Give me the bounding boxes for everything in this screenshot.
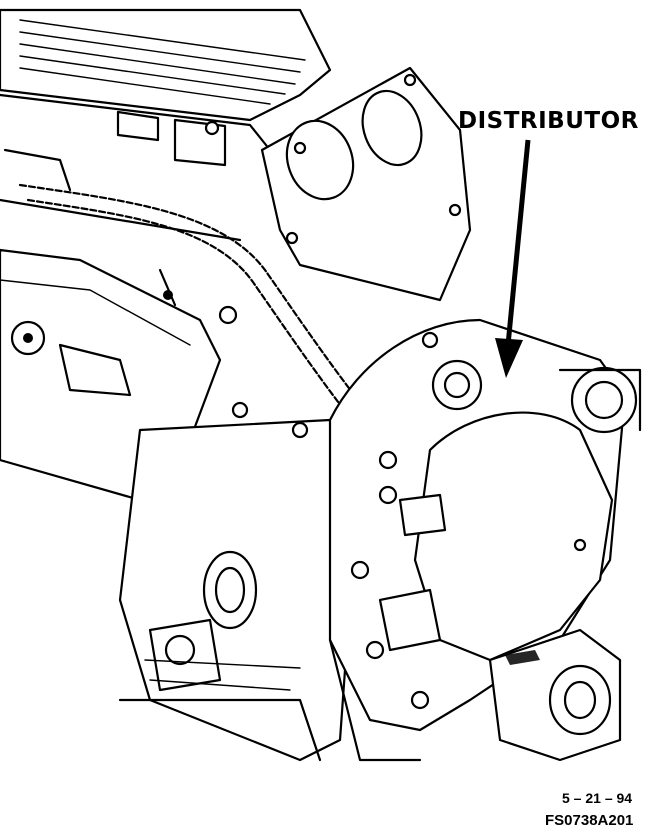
- intake-manifold: [0, 8, 332, 242]
- water-pump-outlet: [488, 628, 622, 762]
- wire-harness: [18, 183, 392, 457]
- engine-block: [118, 401, 362, 762]
- figure-id: FS0738A201: [545, 812, 634, 829]
- distributor-callout-label: DISTRIBUTOR: [458, 108, 639, 134]
- throttle-body-plate: [260, 66, 472, 302]
- figure-date: 5 – 21 – 94: [562, 790, 633, 806]
- distributor-housing: [558, 366, 642, 434]
- timing-cover: [328, 318, 627, 762]
- distributor-callout-arrow: [495, 139, 531, 378]
